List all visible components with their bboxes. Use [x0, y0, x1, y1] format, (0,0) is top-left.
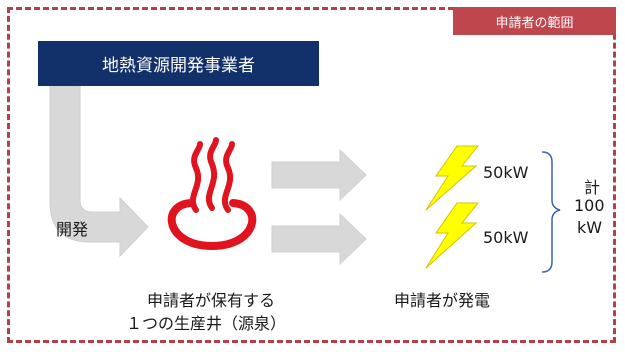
applicant-scope-border [7, 7, 616, 343]
develop-label: 開発 [56, 220, 89, 239]
develop-arrow [49, 85, 149, 258]
generation-caption: 申請者が発電 [394, 291, 491, 310]
total-bracket [541, 151, 561, 273]
gen-bottom-output: 50kW [483, 228, 529, 247]
lightning-bolt-icon-bottom [425, 202, 480, 269]
hot-spring-icon [167, 137, 257, 251]
arrow-to-gen-bottom [271, 212, 367, 266]
total-value: 100 [574, 196, 605, 215]
arrow-to-gen-top [271, 148, 367, 202]
applicant-scope-tag: 申請者の範囲 [453, 7, 616, 35]
lightning-bolt-icon-top [425, 145, 480, 211]
total-label-line1: 計 [584, 178, 601, 197]
well-label-line1: 申請者が保有する [147, 291, 276, 310]
total-unit: kW [577, 218, 603, 237]
gen-top-output: 50kW [483, 163, 529, 182]
well-label-line2: １つの生産井（源泉） [126, 314, 287, 333]
company-box: 地熱資源開発事業者 [38, 41, 319, 86]
